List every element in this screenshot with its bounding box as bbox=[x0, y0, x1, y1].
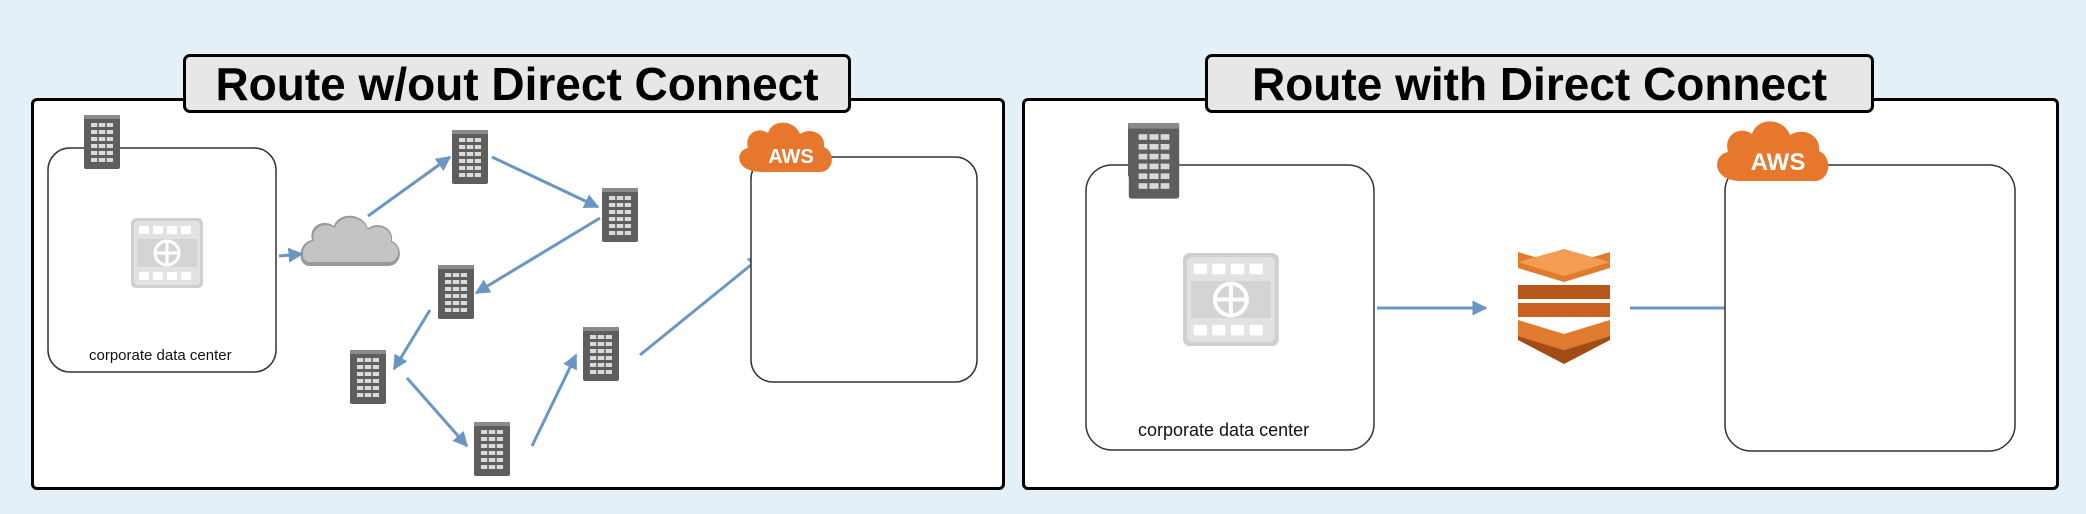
corporate-data-center-label-right: corporate data center bbox=[1138, 420, 1310, 440]
route-arrows-left bbox=[278, 155, 764, 448]
server-rack-icon bbox=[349, 349, 387, 405]
title-left: Route w/out Direct Connect bbox=[183, 54, 851, 113]
server-rack-icon bbox=[601, 187, 639, 243]
server-rack-icon bbox=[1127, 121, 1181, 200]
direct-connect-icon bbox=[1518, 249, 1610, 364]
title-right: Route with Direct Connect bbox=[1205, 54, 1874, 113]
server-rack-icon bbox=[473, 421, 511, 477]
internet-cloud-icon bbox=[300, 215, 400, 266]
aws-region-box-left bbox=[750, 156, 978, 383]
server-rack-icon bbox=[437, 264, 475, 320]
aws-badge-left: AWS bbox=[768, 146, 814, 168]
server-rack-icon bbox=[582, 326, 620, 382]
aws-badge-right: AWS bbox=[1751, 149, 1806, 176]
corporate-data-center-label-left: corporate data center bbox=[89, 347, 232, 364]
server-rack-icon bbox=[83, 114, 121, 170]
media-server-icon bbox=[129, 216, 205, 290]
aws-cloud-icon: AWS bbox=[739, 122, 832, 172]
media-server-icon bbox=[1181, 251, 1281, 349]
aws-region-box-right bbox=[1724, 164, 2016, 452]
server-rack-icon bbox=[451, 129, 489, 185]
aws-cloud-icon: AWS bbox=[1717, 121, 1829, 181]
